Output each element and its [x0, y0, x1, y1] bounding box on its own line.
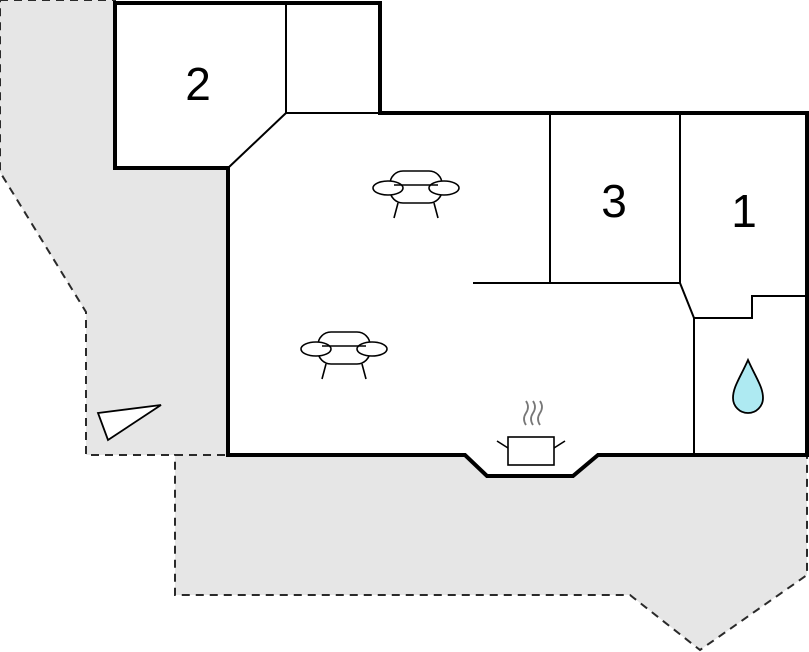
room-label-2: 2 — [185, 58, 211, 110]
terrace-bottom — [174, 454, 808, 652]
room-label-1: 1 — [731, 185, 757, 237]
room-label-3: 3 — [601, 175, 627, 227]
cooking-pot-icon — [496, 400, 566, 466]
interior-walls — [227, 3, 807, 455]
direction-arrow-icon — [96, 404, 162, 442]
sofa-icon — [372, 170, 460, 219]
sofa-icon — [300, 331, 388, 380]
water-drop-icon — [732, 357, 764, 414]
